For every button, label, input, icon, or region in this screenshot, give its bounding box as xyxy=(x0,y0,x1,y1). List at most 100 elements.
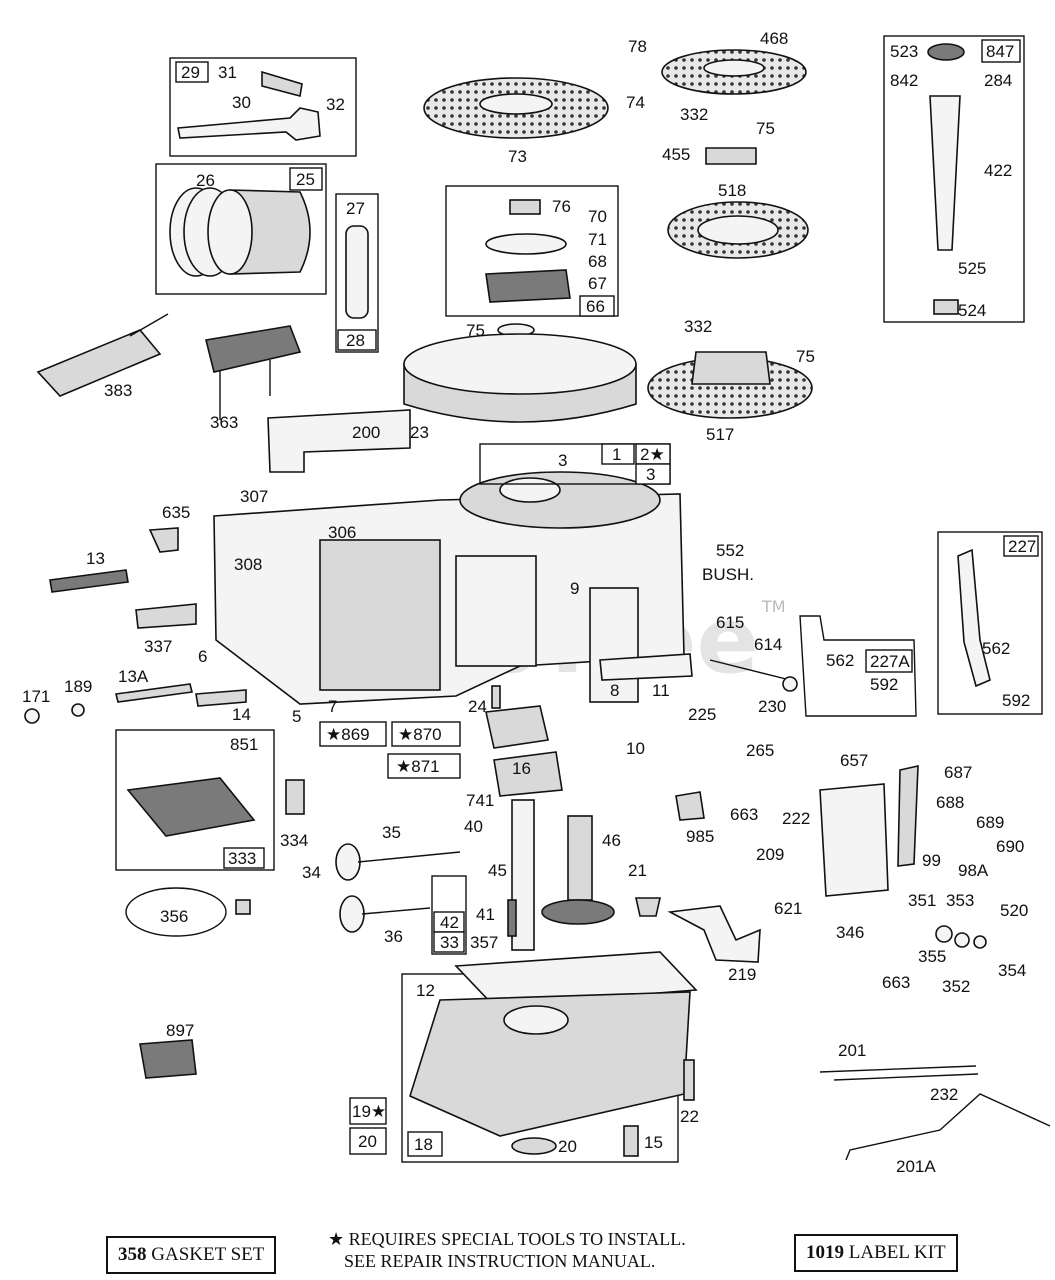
label-346: 346 xyxy=(836,923,864,942)
label-523: 523 xyxy=(890,42,918,61)
label-23: 23 xyxy=(410,423,429,442)
label-468: 468 xyxy=(760,29,788,48)
label-552: 552 xyxy=(716,541,744,560)
label-871: ★871 xyxy=(396,757,440,776)
label-592a: 592 xyxy=(870,675,898,694)
label-28: 28 xyxy=(346,331,365,350)
label-41: 41 xyxy=(476,905,495,924)
label-bush: BUSH. xyxy=(702,565,754,584)
part-group-rewind: 78 468 74 332 75 455 518 xyxy=(626,29,809,259)
label-307: 307 xyxy=(240,487,268,506)
gasket-set-box: 358 GASKET SET xyxy=(106,1236,277,1274)
label-985: 985 xyxy=(686,827,714,846)
label-615: 615 xyxy=(716,613,744,632)
label-15: 15 xyxy=(644,1133,663,1152)
label-201: 201 xyxy=(838,1041,866,1060)
label-13: 13 xyxy=(86,549,105,568)
label-383: 383 xyxy=(104,381,132,400)
label-20a: 20 xyxy=(358,1132,377,1151)
part-plate-200: 200 xyxy=(267,409,411,473)
label-354: 354 xyxy=(998,961,1026,980)
label-40: 40 xyxy=(464,817,483,836)
label-869: ★869 xyxy=(326,725,370,744)
label-76: 76 xyxy=(552,197,571,216)
label-16: 16 xyxy=(512,759,531,778)
label-621: 621 xyxy=(774,899,802,918)
label-227A: 227A xyxy=(870,652,910,671)
label-26: 26 xyxy=(196,171,215,190)
label-352: 352 xyxy=(942,977,970,996)
part-group-227A: 562 227A 592 xyxy=(799,615,917,717)
label-351: 351 xyxy=(908,891,936,910)
label-74: 74 xyxy=(626,93,645,112)
label-355: 355 xyxy=(918,947,946,966)
frame-29 xyxy=(169,57,357,157)
label-34: 34 xyxy=(302,863,321,882)
label-35: 35 xyxy=(382,823,401,842)
label-24: 24 xyxy=(468,697,487,716)
label-422: 422 xyxy=(984,161,1012,180)
label-8: 8 xyxy=(610,681,619,700)
label-42: 42 xyxy=(440,913,459,932)
label-524: 524 xyxy=(958,301,986,320)
watermark-tm: TM xyxy=(761,597,786,616)
label-75c: 75 xyxy=(796,347,815,366)
label-201A: 201A xyxy=(896,1157,936,1176)
label-33: 33 xyxy=(440,933,459,952)
label-70: 70 xyxy=(588,207,607,226)
label-851: 851 xyxy=(230,735,258,754)
part-flywheel-23: 75 23 xyxy=(403,321,637,442)
label-11: 11 xyxy=(652,681,670,700)
label-230: 230 xyxy=(758,697,786,716)
part-group-dipstick: 847 523 842 284 422 525 524 xyxy=(883,35,1025,323)
label-18: 18 xyxy=(414,1135,433,1154)
label-306: 306 xyxy=(328,523,356,542)
label-688: 688 xyxy=(936,793,964,812)
label-31: 31 xyxy=(218,63,237,82)
label-562a: 562 xyxy=(826,651,854,670)
label-12: 12 xyxy=(416,981,435,1000)
label-337: 337 xyxy=(144,637,172,656)
note-line-1: REQUIRES SPECIAL TOOLS TO INSTALL. xyxy=(348,1229,686,1249)
label-32: 32 xyxy=(326,95,345,114)
label-36: 36 xyxy=(384,927,403,946)
label-kit-number: 1019 xyxy=(806,1242,844,1263)
label-225: 225 xyxy=(688,705,716,724)
label-635: 635 xyxy=(162,503,190,522)
gasket-set-text: GASKET SET xyxy=(146,1244,265,1265)
label-29: 29 xyxy=(181,63,200,82)
label-227: 227 xyxy=(1008,537,1036,556)
label-66: 66 xyxy=(586,297,605,316)
label-842: 842 xyxy=(890,71,918,90)
label-689: 689 xyxy=(976,813,1004,832)
label-663a: 663 xyxy=(730,805,758,824)
label-13A: 13A xyxy=(118,667,149,686)
label-897: 897 xyxy=(166,1021,194,1040)
label-30: 30 xyxy=(232,93,251,112)
label-67: 67 xyxy=(588,274,607,293)
label-10: 10 xyxy=(626,739,645,758)
label-455: 455 xyxy=(662,145,690,164)
label-200: 200 xyxy=(352,423,380,442)
label-356: 356 xyxy=(160,907,188,926)
dipstick-tube xyxy=(929,95,961,251)
label-25: 25 xyxy=(296,170,315,189)
connecting-rod-part xyxy=(177,107,321,141)
piston-pin-part xyxy=(345,225,369,319)
special-tools-note: ★ REQUIRES SPECIAL TOOLS TO INSTALL. SEE… xyxy=(328,1228,686,1272)
label-68: 68 xyxy=(588,252,607,271)
label-517: 517 xyxy=(706,425,734,444)
part-crankshaft: 16 741 xyxy=(466,705,563,951)
part-tool-383: 383 xyxy=(36,313,169,400)
part-screen-517: 332 75 517 xyxy=(647,317,815,444)
label-562b: 562 xyxy=(982,639,1010,658)
label-6: 6 xyxy=(198,647,207,666)
label-46: 46 xyxy=(602,831,621,850)
label-189: 189 xyxy=(64,677,92,696)
label-98A: 98A xyxy=(958,861,989,880)
label-265: 265 xyxy=(746,741,774,760)
label-5: 5 xyxy=(292,707,301,726)
label-7: 7 xyxy=(328,697,337,716)
wire-loop-356 xyxy=(125,887,227,937)
